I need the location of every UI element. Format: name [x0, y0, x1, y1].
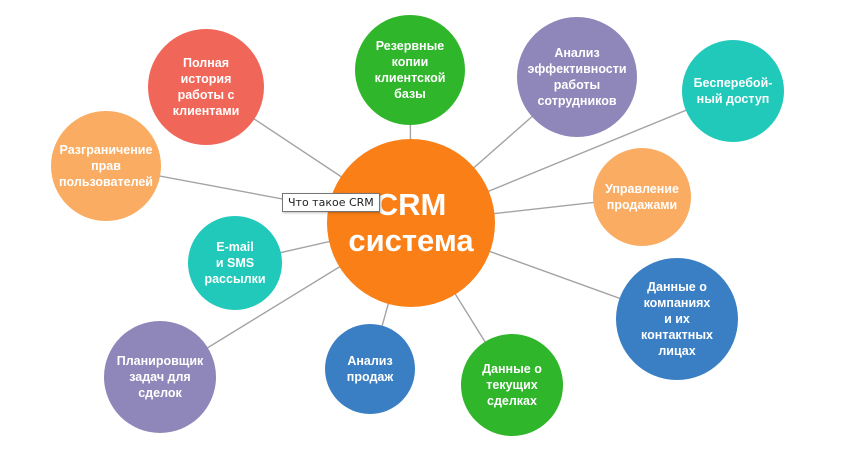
- node-backups-label: Резервные копии клиентской базы: [374, 39, 446, 101]
- node-sales-management: Управление продажами: [593, 148, 691, 246]
- crm-center-node: CRM система: [327, 139, 495, 307]
- node-current-deals-label: Данные о текущих сделках: [482, 362, 542, 408]
- node-task-planner-label: Планировщик задач для сделок: [116, 354, 204, 400]
- tooltip: Что такое CRM: [282, 193, 380, 212]
- node-backups: Резервные копии клиентской базы: [355, 15, 465, 125]
- node-sales-analysis-label: Анализ продаж: [346, 354, 394, 384]
- node-uptime: Бесперебой- ный доступ: [682, 40, 784, 142]
- node-history-label: Полная история работы с клиентами: [172, 56, 240, 118]
- node-email-sms: E-mail и SMS рассылки: [188, 216, 282, 310]
- node-user-rights: Разграничение прав пользователей: [51, 111, 161, 221]
- node-company-contacts-label: Данные о компаниях и их контактных лицах: [641, 280, 713, 358]
- node-task-planner: Планировщик задач для сделок: [104, 321, 216, 433]
- node-current-deals: Данные о текущих сделках: [461, 334, 563, 436]
- node-email-sms-label: E-mail и SMS рассылки: [204, 240, 266, 286]
- node-staff-efficiency: Анализ эффективности работы сотрудников: [517, 17, 637, 137]
- node-sales-analysis: Анализ продаж: [325, 324, 415, 414]
- node-company-contacts: Данные о компаниях и их контактных лицах: [616, 258, 738, 380]
- node-uptime-label: Бесперебой- ный доступ: [693, 76, 773, 106]
- node-staff-efficiency-label: Анализ эффективности работы сотрудников: [527, 46, 627, 108]
- crm-center-label: CRM система: [348, 187, 474, 258]
- node-user-rights-label: Разграничение прав пользователей: [59, 143, 153, 189]
- node-history: Полная история работы с клиентами: [148, 29, 264, 145]
- node-sales-management-label: Управление продажами: [605, 182, 679, 212]
